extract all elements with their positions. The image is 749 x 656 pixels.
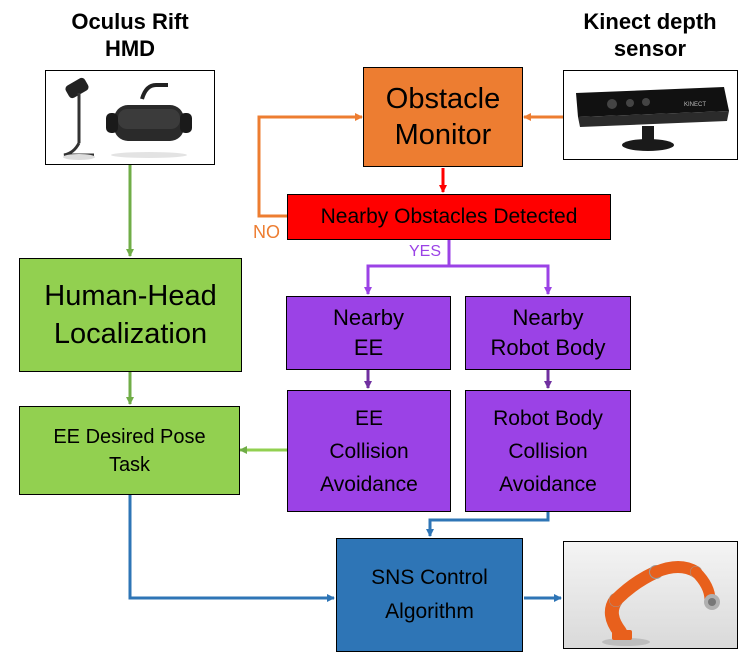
kinect-logo-text: KINECT — [684, 102, 706, 108]
sns-control-algorithm-box: SNS Control Algorithm — [336, 538, 523, 652]
edge-label-no: NO — [253, 222, 280, 242]
oculus-rift-image — [45, 70, 215, 165]
ee-collision-avoidance-box: EE Collision Avoidance — [287, 390, 451, 512]
kuka-robot-arm-icon — [564, 542, 737, 648]
kinect-title: Kinect depth sensor — [583, 9, 717, 61]
human-head-localization-box: Human-Head Localization — [19, 258, 242, 372]
hmd-title: Oculus Rift HMD — [71, 9, 189, 61]
edge-label-yes: YES — [409, 243, 442, 260]
nearby-obstacles-detected-box: Nearby Obstacles Detected — [287, 194, 611, 240]
kinect-sensor-image: KINECT — [563, 70, 738, 160]
robot-body-collision-avoidance-box: Robot Body Collision Avoidance — [465, 390, 631, 512]
oculus-rift-icon — [46, 71, 214, 164]
kinect-sensor-icon: KINECT — [564, 71, 737, 159]
arrow-yes-to-nearby-ee — [364, 240, 451, 295]
ee-desired-pose-task-box: EE Desired Pose Task — [19, 406, 240, 495]
arrow-body-collision-to-sns — [426, 512, 550, 537]
arrow-no-loop — [257, 113, 363, 218]
arrow-yes-to-nearby-robot-body — [449, 264, 552, 295]
nearby-robot-body-box: Nearby Robot Body — [465, 296, 631, 370]
robot-arm-image — [563, 541, 738, 649]
obstacle-monitor-box: Obstacle Monitor — [363, 67, 523, 167]
arrow-pose-to-sns — [128, 495, 335, 602]
nearby-ee-box: Nearby EE — [286, 296, 451, 370]
